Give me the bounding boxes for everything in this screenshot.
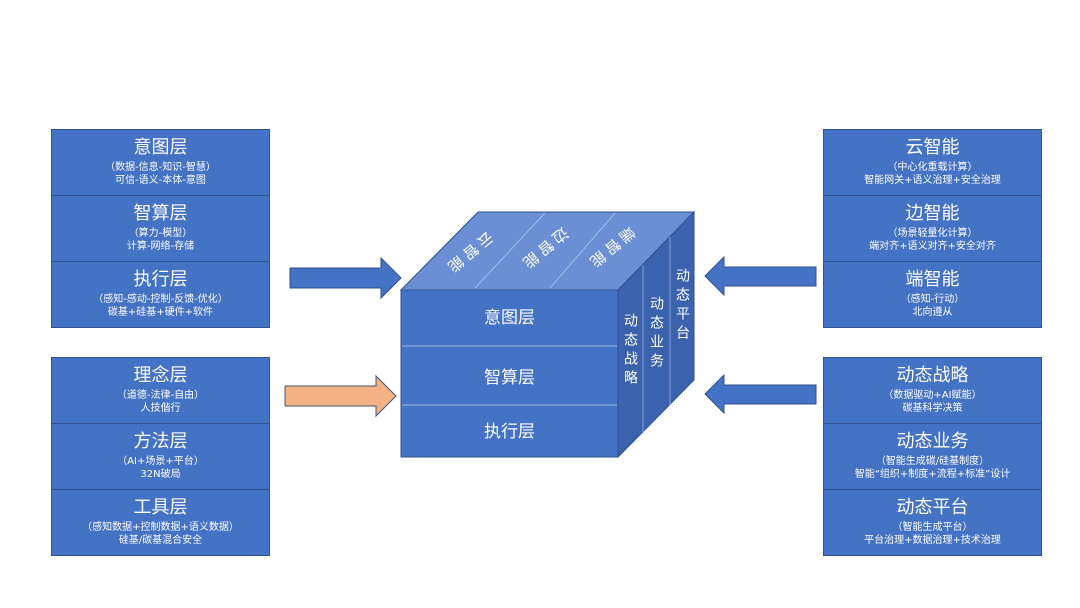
layer-title: 意图层	[133, 137, 188, 158]
layer-title: 执行层	[133, 269, 188, 290]
layer-detail: 智能“组织+制度+流程+标准”设计	[854, 469, 1011, 480]
layer-box: 动态业务 （智能生成碳/硅基制度） 智能“组织+制度+流程+标准”设计	[823, 423, 1042, 490]
layer-box: 云智能 （中心化重载计算） 智能网关+语义治理+安全治理	[823, 129, 1042, 196]
right-top-layer-stack: 云智能 （中心化重载计算） 智能网关+语义治理+安全治理 边智能 （场景轻量化计…	[823, 129, 1042, 328]
layer-subtitle: （感知-行动）	[900, 294, 965, 305]
right-bottom-layer-stack: 动态战略 （数据驱动+AI赋能） 碳基科学决策 动态业务 （智能生成碳/硅基制度…	[823, 357, 1042, 556]
layer-title: 动态平台	[896, 497, 969, 518]
layer-box: 边智能 （场景轻量化计算） 端对齐+语义对齐+安全对齐	[823, 195, 1042, 262]
layer-detail: 人技偕行	[140, 403, 181, 414]
layer-subtitle: （数据驱动+AI赋能）	[883, 390, 982, 401]
layer-detail: 硅基/碳基混合安全	[118, 535, 203, 546]
layer-box: 动态平台 （智能生成平台） 平台治理+数据治理+技术治理	[823, 489, 1042, 556]
layer-subtitle: （道德-法律-自由）	[116, 390, 205, 401]
layer-subtitle: （感知-感动-控制-反馈-优化）	[93, 294, 228, 305]
layer-subtitle: （中心化重载计算）	[887, 162, 978, 173]
left-bottom-layer-stack: 理念层 （道德-法律-自由） 人技偕行 方法层 （AI+场景+平台） 32N破局…	[51, 357, 270, 556]
layer-detail: 智能网关+语义治理+安全治理	[864, 175, 1001, 186]
cube-side-label: 动态平台	[674, 268, 690, 344]
layer-title: 理念层	[133, 365, 188, 386]
layer-detail: 32N破局	[140, 469, 181, 480]
layer-detail: 可信-语义-本体-意图	[115, 175, 206, 186]
layer-title: 智算层	[133, 203, 188, 224]
cube-top-divider	[549, 212, 616, 289]
cube-front-face	[400, 289, 619, 458]
layer-title: 动态战略	[896, 365, 969, 386]
layer-detail: 计算-网络-存储	[126, 241, 195, 252]
layer-detail: 端对齐+语义对齐+安全对齐	[869, 241, 996, 252]
cube-front-label: 执行层	[484, 422, 535, 442]
layer-box: 动态战略 （数据驱动+AI赋能） 碳基科学决策	[823, 357, 1042, 424]
layer-box: 执行层 （感知-感动-控制-反馈-优化） 碳基+硅基+硬件+软件	[51, 261, 270, 328]
cube-front-label: 智算层	[484, 368, 535, 388]
arrow-left-bottom-to-cube	[284, 374, 397, 418]
layer-title: 工具层	[133, 497, 188, 518]
cube-side-label: 动态业务	[648, 296, 664, 372]
layer-title: 边智能	[905, 203, 960, 224]
layer-box: 方法层 （AI+场景+平台） 32N破局	[51, 423, 270, 490]
layer-detail: 碳基科学决策	[902, 403, 963, 414]
layer-detail: 北向遵从	[912, 307, 953, 318]
arrow-left-top-to-cube	[289, 256, 402, 300]
layer-title: 方法层	[133, 431, 188, 452]
layer-subtitle: （数据-信息-知识-智慧）	[105, 162, 216, 173]
layer-subtitle: （智能生成碳/硅基制度）	[875, 456, 990, 467]
layer-box: 意图层 （数据-信息-知识-智慧） 可信-语义-本体-意图	[51, 129, 270, 196]
arrow-right-bottom-to-cube	[704, 373, 817, 415]
arrow-right-top-to-cube	[704, 255, 817, 297]
layer-box: 端智能 （感知-行动） 北向遵从	[823, 261, 1042, 328]
layer-box: 智算层 （算力-模型） 计算-网络-存储	[51, 195, 270, 262]
cube-front-label: 意图层	[484, 308, 535, 328]
layer-subtitle: （场景轻量化计算）	[887, 228, 978, 239]
left-top-layer-stack: 意图层 （数据-信息-知识-智慧） 可信-语义-本体-意图 智算层 （算力-模型…	[51, 129, 270, 328]
cube-side-label: 动态战略	[622, 313, 638, 389]
layer-title: 端智能	[905, 269, 960, 290]
layer-subtitle: （算力-模型）	[128, 228, 193, 239]
layer-subtitle: （智能生成平台）	[892, 522, 973, 533]
layer-subtitle: （AI+场景+平台）	[117, 456, 204, 467]
layer-title: 动态业务	[896, 431, 969, 452]
cube-top-divider	[474, 212, 546, 289]
layer-box: 理念层 （道德-法律-自由） 人技偕行	[51, 357, 270, 424]
layer-subtitle: （感知数据+控制数据+语义数据）	[82, 522, 239, 533]
layer-title: 云智能	[905, 137, 960, 158]
layer-box: 工具层 （感知数据+控制数据+语义数据） 硅基/碳基混合安全	[51, 489, 270, 556]
layer-detail: 平台治理+数据治理+技术治理	[864, 535, 1001, 546]
layer-detail: 碳基+硅基+硬件+软件	[107, 307, 214, 318]
